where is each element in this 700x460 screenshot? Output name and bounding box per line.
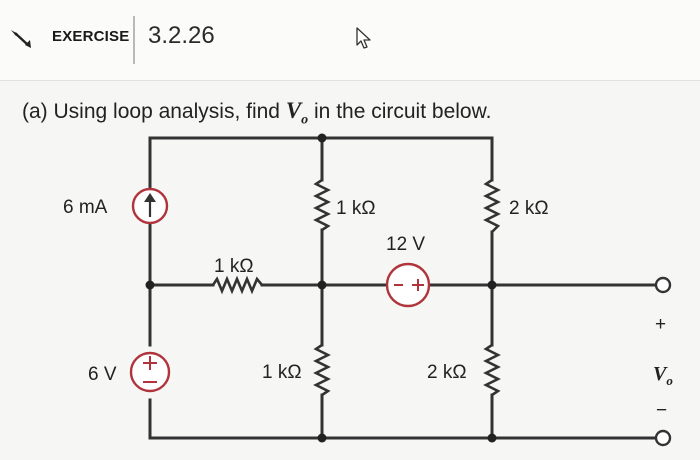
question-text-after: in the circuit below. — [314, 100, 492, 123]
exercise-number: 3.2.26 — [148, 22, 215, 49]
voltage-source-middle — [385, 262, 431, 308]
output-voltage-label: Vo — [653, 363, 673, 388]
question-variable: Vo — [285, 98, 309, 128]
output-plus-sign: + — [655, 314, 666, 335]
header-divider — [133, 16, 135, 64]
voltage-source-middle-label: 12 V — [386, 234, 425, 255]
voltage-source-left — [129, 351, 171, 393]
question-text: (a) Using loop analysis, find Vo in the … — [22, 98, 491, 129]
current-source-label: 6 mA — [63, 197, 108, 218]
mouse-pointer-icon — [356, 27, 371, 49]
exercise-header: EXERCISE 3.2.26 — [0, 0, 700, 81]
question-text-before: Using loop analysis, find — [53, 100, 280, 123]
question-part: (a) — [22, 100, 48, 123]
resistor-bottom-middle-label: 1 kΩ — [262, 362, 302, 383]
resistor-top-right — [483, 178, 501, 233]
resistor-bottom-middle — [313, 343, 331, 397]
current-source — [131, 187, 169, 225]
output-minus-sign: − — [656, 400, 667, 421]
resistor-top-middle — [313, 178, 331, 232]
voltage-source-left-label: 6 V — [88, 364, 117, 385]
resistor-bottom-right-label: 2 kΩ — [427, 362, 467, 383]
resistor-horizontal — [211, 275, 263, 295]
resistor-top-middle-label: 1 kΩ — [336, 198, 376, 219]
exercise-label: EXERCISE — [52, 28, 130, 45]
resistor-horizontal-label: 1 kΩ — [214, 256, 254, 277]
resistor-bottom-right — [483, 343, 501, 397]
output-terminals — [654, 276, 672, 447]
resistor-top-right-label: 2 kΩ — [509, 198, 549, 219]
pen-tool-icon[interactable] — [8, 26, 34, 52]
